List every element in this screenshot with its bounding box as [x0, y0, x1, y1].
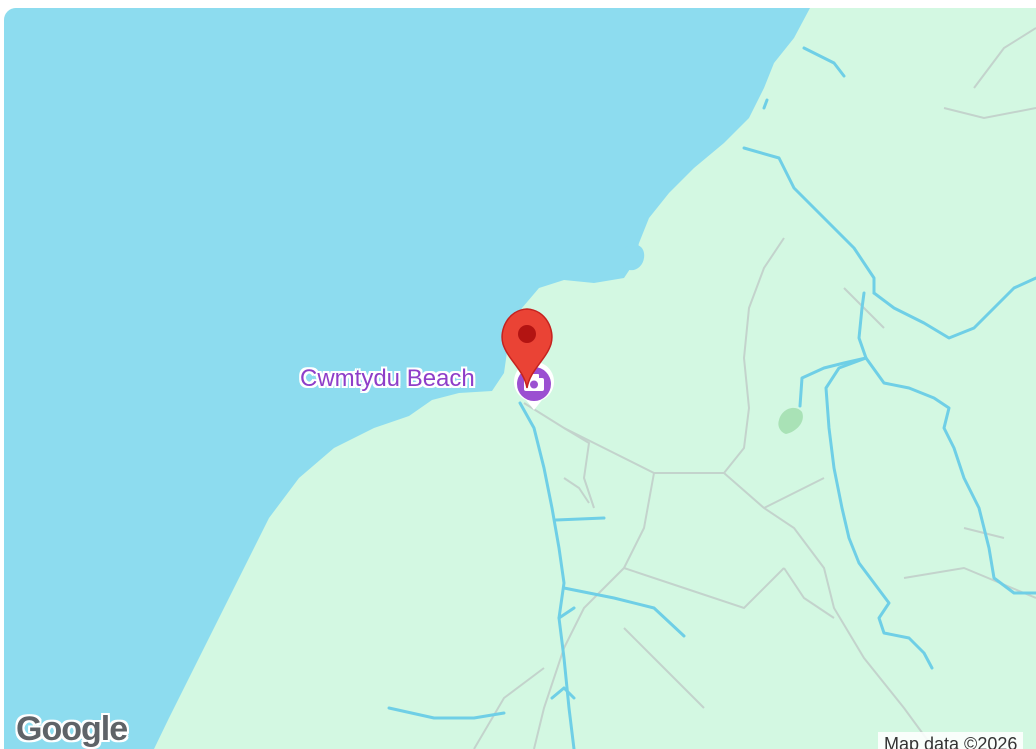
stream-network: [387, 46, 1036, 749]
bay-inlet: [622, 244, 645, 271]
map-canvas[interactable]: [4, 8, 1036, 749]
sea-area: [4, 8, 810, 749]
map-pin-icon[interactable]: [498, 304, 556, 390]
place-label[interactable]: Cwmtydu Beach: [300, 365, 475, 392]
beach-camera-icon[interactable]: [510, 360, 558, 412]
map-view[interactable]: Cwmtydu Beach Google Map data ©2026: [4, 8, 1036, 749]
google-logo: Google: [16, 710, 128, 748]
map-attribution[interactable]: Map data ©2026: [878, 732, 1024, 749]
road-network: [473, 27, 1036, 749]
park-area: [778, 407, 803, 434]
